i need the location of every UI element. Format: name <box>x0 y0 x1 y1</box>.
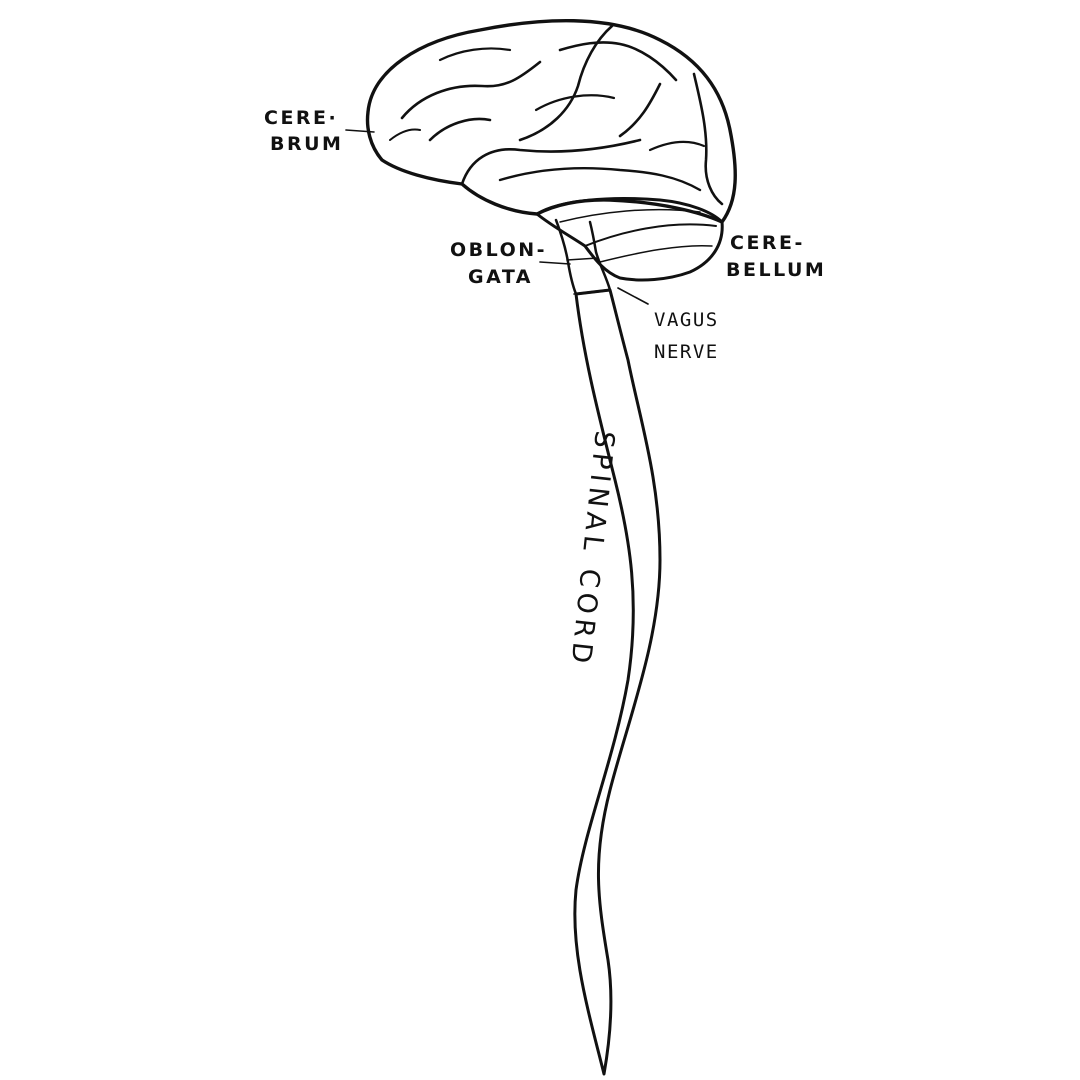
sulcus-12 <box>389 128 421 141</box>
sulcus-2 <box>400 60 542 120</box>
oblongata-leader <box>539 261 571 265</box>
cerebellum-fold-2 <box>599 244 713 263</box>
vagus-nerve-label-line-2: NERVE <box>654 341 719 363</box>
cerebrum-label-line-1: CERE· <box>264 107 338 129</box>
cerebrum-leader <box>345 129 375 133</box>
cerebellum-fold-1 <box>584 223 717 247</box>
cerebrum <box>365 19 737 224</box>
oblongata-label-line-1: OBLON- <box>450 239 547 261</box>
leader-lines <box>345 129 649 305</box>
vagus-nerve-label-line-1: VAGUS <box>654 309 719 331</box>
brainstem-line-1 <box>566 257 599 261</box>
sulcus-4 <box>558 41 678 82</box>
cerebrum-outline <box>365 19 737 224</box>
sulcus-11 <box>648 140 706 152</box>
spinal-cord-shape <box>573 288 662 1076</box>
sulcus-5 <box>518 24 614 142</box>
sulcus-3 <box>428 117 492 142</box>
labels: CERE· BRUM OBLON- GATA CERE- BELLUM VAGU… <box>264 107 826 670</box>
cerebellum-fold-3 <box>559 208 701 223</box>
oblongata-label-line-2: GATA <box>468 266 533 288</box>
spinal-cord <box>573 288 662 1076</box>
sulcus-9 <box>438 47 512 62</box>
sulcus-7 <box>692 72 724 206</box>
sulcus-8 <box>498 166 702 192</box>
sulcus-6 <box>618 82 662 138</box>
cerebellum-label-line-1: CERE- <box>730 232 805 254</box>
sulcus-10 <box>534 94 616 112</box>
cerebrum-label-line-2: BRUM <box>270 133 343 155</box>
vagus-nerve-leader <box>617 287 649 305</box>
cerebellum-label-line-2: BELLUM <box>726 259 826 281</box>
spinal-cord-label: SPINAL CORD <box>564 429 620 669</box>
sulcus-1 <box>460 138 642 186</box>
